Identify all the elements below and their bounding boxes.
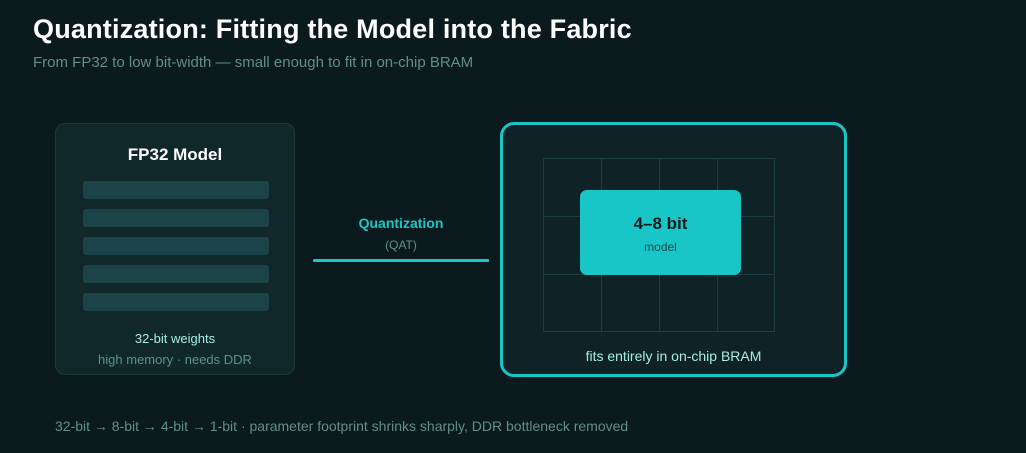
weight-bar <box>83 237 269 255</box>
fp32-memory-caption: high memory · needs DDR <box>98 352 252 367</box>
quantized-model-title: 4–8 bit <box>633 214 688 233</box>
quantized-model-box: 4–8 bit model <box>580 190 741 275</box>
fp32-weights-caption: 32-bit weights <box>134 331 216 346</box>
bram-caption: fits entirely in on-chip BRAM <box>585 348 762 364</box>
weight-bar <box>83 181 269 199</box>
qat-label: (QAT) <box>385 238 417 252</box>
weight-bar <box>83 209 269 227</box>
fp32-model-card: FP32 Model 32-bit weights high memory · … <box>55 123 295 375</box>
footer-note: 32-bit → 8-bit → 4-bit → 1-bit · paramet… <box>55 418 629 434</box>
fp32-model-title: FP32 Model <box>127 145 223 164</box>
weight-bar <box>83 293 269 311</box>
fabric-card: 4–8 bit model fits entirely in on-chip B… <box>500 122 847 377</box>
quantization-arrow <box>313 259 489 262</box>
quantization-label: Quantization <box>358 215 444 231</box>
page-title: Quantization: Fitting the Model into the… <box>33 14 632 44</box>
weight-bar <box>83 265 269 283</box>
quantized-model-subtitle: model <box>644 240 677 254</box>
page-subtitle: From FP32 to low bit-width — small enoug… <box>33 54 474 71</box>
